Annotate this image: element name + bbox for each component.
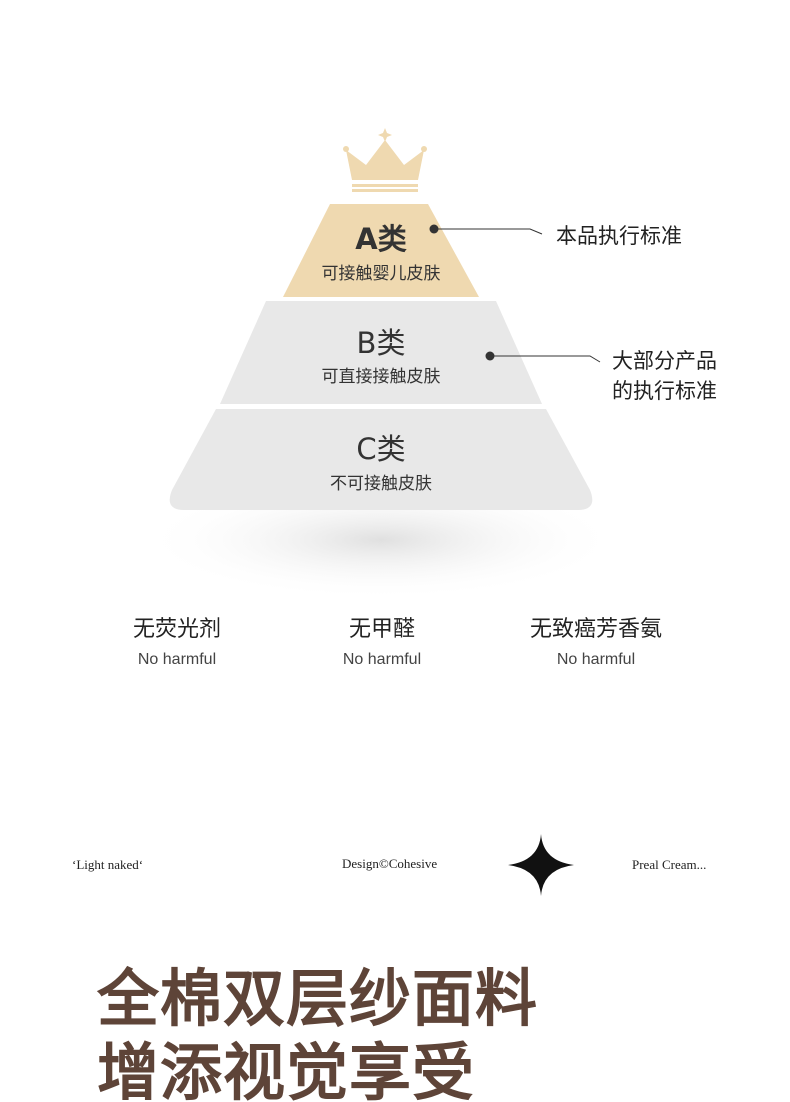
tier-b-shape xyxy=(220,301,542,404)
feature-subtitle: No harmful xyxy=(137,651,217,668)
sparkle-icon xyxy=(508,834,574,896)
note-b-line-1: 大部分产品 xyxy=(612,349,717,373)
tier-b-title: B类 xyxy=(356,326,406,360)
headline-line-2: 增添视觉享受 xyxy=(97,1036,476,1102)
tier-b-subtitle: 可直接接触皮肤 xyxy=(321,367,441,387)
crown-icon xyxy=(343,128,427,192)
tier-c-title: C类 xyxy=(356,432,406,466)
feature-title: 无甲醛 xyxy=(348,617,415,642)
pyramid-graphic xyxy=(141,128,621,600)
callout-b xyxy=(485,351,601,363)
feature-title: 无致癌芳香氨 xyxy=(529,617,662,642)
tier-a-subtitle: 可接触婴儿皮肤 xyxy=(321,264,441,284)
feature-2: 无甲醛 No harmful xyxy=(282,611,482,669)
feature-1: 无荧光剂 No harmful xyxy=(77,611,277,669)
tagline-right: Preal Cream... xyxy=(632,857,707,872)
tagline-left: ‘Light naked‘ xyxy=(72,857,144,872)
feature-title: 无荧光剂 xyxy=(132,617,221,642)
note-a: 本品执行标准 xyxy=(556,221,682,251)
callout-a xyxy=(429,224,543,235)
note-a-line: 本品执行标准 xyxy=(556,224,682,248)
headline-line-1: 全棉双层纱面料 xyxy=(97,962,539,1035)
tier-c-subtitle: 不可接触皮肤 xyxy=(330,474,432,494)
tier-a-title: A类 xyxy=(355,222,407,256)
tagline-center: Design©Cohesive xyxy=(342,856,438,871)
feature-subtitle: No harmful xyxy=(556,651,636,668)
feature-subtitle: No harmful xyxy=(342,651,422,668)
tier-c-shape xyxy=(169,409,593,510)
feature-3: 无致癌芳香氨 No harmful xyxy=(496,611,696,669)
note-b-line-2: 的执行标准 xyxy=(612,379,717,403)
note-b: 大部分产品 的执行标准 xyxy=(612,346,717,406)
